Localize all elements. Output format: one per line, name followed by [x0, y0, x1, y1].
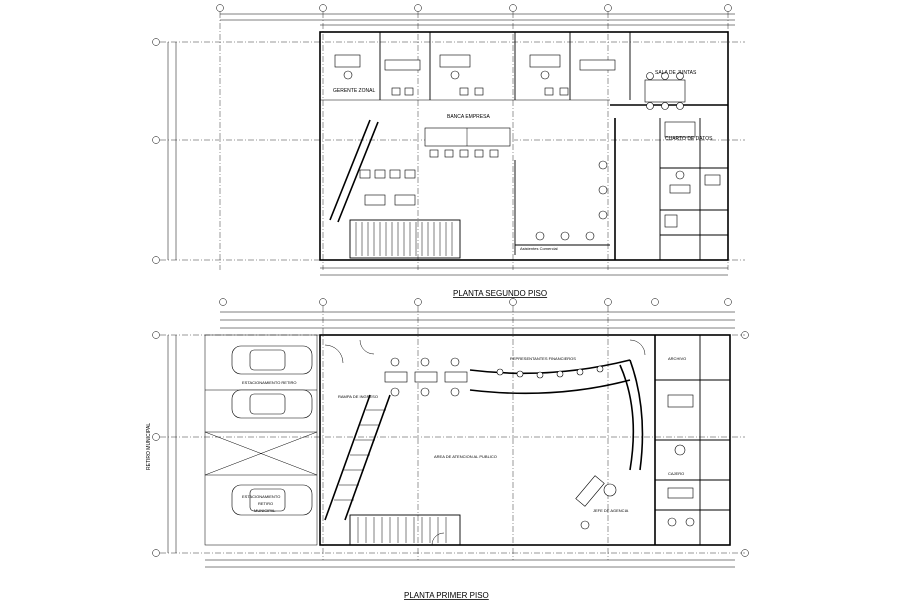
upper-label-sala-juntas: SALA DE JUNTAS: [655, 70, 697, 76]
lower-label-cajero: CAJERO: [668, 471, 684, 476]
upper-floor-plan: SALA DE JUNTAS BANCA EMPRESA CUARTO DE D…: [152, 4, 745, 298]
lower-label-estacionamiento-2-line1: ESTACIONAMIENTO: [242, 494, 280, 499]
upper-label-banca-empresa: BANCA EMPRESA: [447, 114, 490, 120]
upper-label-cuarto-datos: CUARTO DE DATOS: [665, 136, 713, 142]
lower-plan-title: PLANTA PRIMER PISO: [404, 591, 489, 600]
lower-label-estacionamiento-2-line3: MUNICIPAL: [254, 508, 276, 513]
upper-plan-title: PLANTA SEGUNDO PISO: [453, 289, 547, 298]
lower-label-estacionamiento-2-line2: RETIRO: [258, 501, 273, 506]
lower-label-archivo: ARCHIVO: [668, 356, 686, 361]
lower-label-representantes: REPRESENTANTES FINANCIEROS: [510, 356, 576, 361]
lower-label-rampa: RAMPA DE INGRESO: [338, 394, 378, 399]
lower-label-jefe-agencia: JEFE DE AGENCIA: [593, 508, 629, 513]
lower-label-estacionamiento-1: ESTACIONAMIENTO RETIRO: [242, 380, 297, 385]
upper-label-asistentes: Asistentes Comercial: [520, 246, 558, 251]
lower-floor-plan: ESTACIONAMIENTO RETIRO ESTACIONAMIENTO R…: [146, 298, 749, 600]
lower-side-label: RETIRO MUNICIPAL: [146, 423, 152, 470]
upper-label-gerente: GERENTE ZONAL: [333, 88, 375, 94]
lower-label-area-atencion: AREA DE ATENCION AL PUBLICO: [434, 454, 497, 459]
